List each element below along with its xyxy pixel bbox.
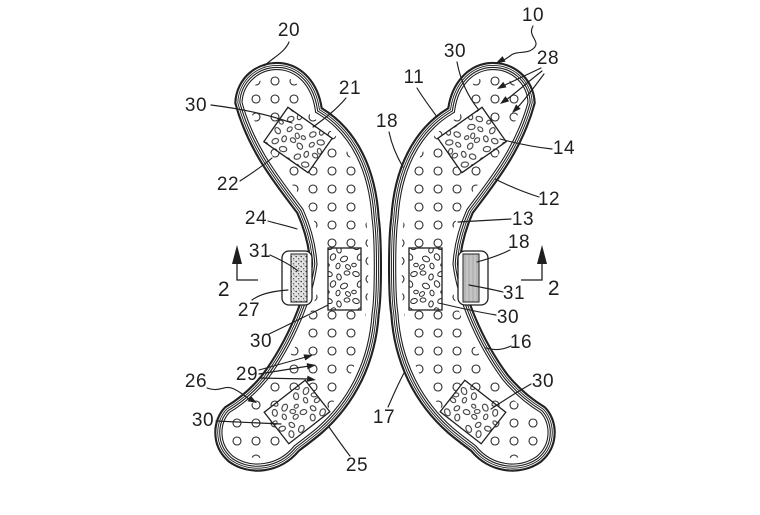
ref-label-26: 26 xyxy=(185,371,207,392)
reference-labels: 20 10 30 28 11 21 30 18 14 22 12 24 13 1… xyxy=(185,5,575,476)
leader-18-center xyxy=(388,131,404,168)
leader-21 xyxy=(312,97,347,128)
leader-10-wavy xyxy=(503,25,537,61)
arrowhead-28-b xyxy=(500,96,510,104)
right-side-tab xyxy=(457,250,489,306)
leader-13 xyxy=(457,218,512,223)
ref-label-12: 12 xyxy=(538,189,560,210)
leader-14 xyxy=(499,138,553,150)
ref-label-11: 11 xyxy=(404,67,425,88)
ref-label-10: 10 xyxy=(522,5,544,26)
ref-label-31-right: 31 xyxy=(503,283,525,304)
ref-label-31-left: 31 xyxy=(249,241,271,262)
leader-17 xyxy=(387,372,405,408)
section-label-left: 2 xyxy=(218,278,230,301)
leader-11 xyxy=(416,87,438,118)
arrowhead-26 xyxy=(247,395,257,403)
leader-28-c xyxy=(517,73,545,108)
leader-30-top-left xyxy=(210,104,293,124)
arrowhead-29-c xyxy=(306,375,316,382)
leader-22 xyxy=(239,157,273,182)
leader-24 xyxy=(267,220,298,230)
leader-12 xyxy=(494,178,540,198)
section-arrow-right xyxy=(537,245,547,264)
leader-30-mid-left xyxy=(268,304,329,335)
ref-label-20: 20 xyxy=(278,20,300,41)
section-arrow-left xyxy=(232,245,242,264)
leader-29-c xyxy=(258,377,310,380)
ref-label-30-mid-right: 30 xyxy=(497,307,519,328)
leader-16 xyxy=(485,345,512,351)
ref-label-25: 25 xyxy=(346,455,368,476)
ref-label-28: 28 xyxy=(537,48,559,69)
leader-30-top-right xyxy=(456,61,479,110)
ref-label-27: 27 xyxy=(238,300,260,321)
arrowhead-29-b xyxy=(306,363,316,370)
section-label-right: 2 xyxy=(548,277,560,300)
leader-29-b xyxy=(258,365,310,375)
leader-28-a xyxy=(504,67,542,86)
ref-label-30-top-left: 30 xyxy=(185,95,207,116)
leader-30-bottom-right xyxy=(490,383,532,410)
ref-label-30-mid-left: 30 xyxy=(250,331,272,352)
ref-label-18-center: 18 xyxy=(376,111,398,132)
ref-label-30-top-right: 30 xyxy=(444,41,466,62)
section-marker-right xyxy=(521,245,547,281)
ref-label-14: 14 xyxy=(553,138,575,159)
ref-label-18-right: 18 xyxy=(508,232,530,253)
leader-lines xyxy=(206,25,553,457)
ref-label-16: 16 xyxy=(510,332,532,353)
leader-31-left xyxy=(269,254,299,272)
ref-label-30-bottom-right: 30 xyxy=(532,371,554,392)
ref-label-24: 24 xyxy=(245,208,267,229)
leader-18-right xyxy=(476,249,511,263)
leader-27 xyxy=(251,289,289,301)
leader-20 xyxy=(263,41,290,67)
arrowhead-28-a xyxy=(497,81,507,89)
leader-29-a xyxy=(258,356,307,371)
section-marker-left xyxy=(232,245,258,281)
leader-26-wavy xyxy=(206,386,251,401)
leader-30-mid-right xyxy=(442,303,497,316)
ref-label-21: 21 xyxy=(339,78,361,99)
leader-30-bottom-left xyxy=(215,420,282,425)
left-side-tab xyxy=(281,250,313,306)
arrowhead-29-a xyxy=(303,354,313,361)
arrowhead-28-c xyxy=(512,104,521,113)
leader-31-right xyxy=(468,284,504,293)
ref-label-30-bottom-left: 30 xyxy=(192,410,214,431)
leader-25 xyxy=(328,426,351,457)
ref-label-13: 13 xyxy=(512,209,534,230)
ref-label-17: 17 xyxy=(373,407,395,428)
arrowhead-10 xyxy=(496,56,506,63)
leader-28-b xyxy=(505,70,543,101)
ref-label-22: 22 xyxy=(217,174,239,195)
ref-label-29: 29 xyxy=(236,364,258,385)
